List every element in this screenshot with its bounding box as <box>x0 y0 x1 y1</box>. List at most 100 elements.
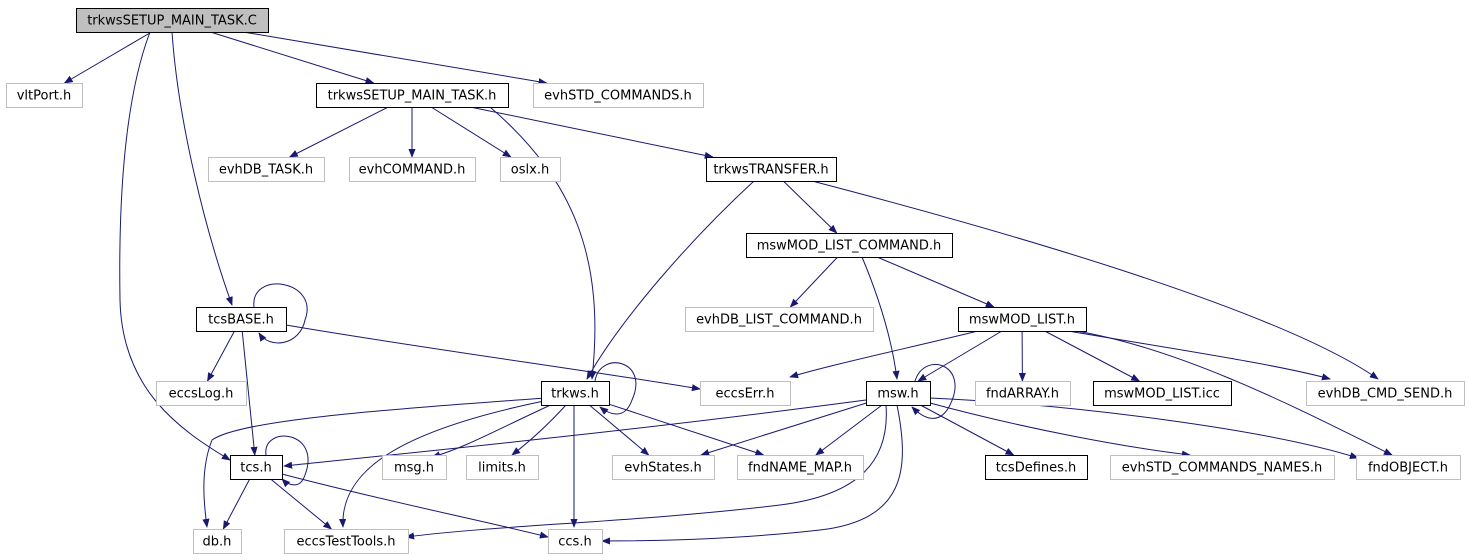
edge-trkwsSETUP_MAIN_TASK_C-to-trkwsSETUP_MAIN_TASK_h <box>210 31 375 85</box>
node-box <box>1306 381 1465 406</box>
node-box <box>76 8 269 33</box>
node-box <box>466 455 539 480</box>
node-tcsBASE_h[interactable]: tcsBASE.h <box>196 307 287 332</box>
node-trkwsTRANSFER_h[interactable]: trkwsTRANSFER.h <box>706 157 837 182</box>
node-eccsLog_h: eccsLog.h <box>156 381 247 406</box>
node-label: evhDB_TASK.h <box>219 163 313 178</box>
node-evhDB_LIST_COMMAND_h: evhDB_LIST_COMMAND.h <box>685 307 874 332</box>
edge-msw_h-to-evhSTD_COMMANDS_NAMES_h <box>929 402 1191 458</box>
edge-msw_h-to-fndNAME_MAP_h <box>815 404 883 456</box>
edge-tcsBASE_h-to-eccsErr_h <box>285 324 701 392</box>
node-box <box>500 157 561 182</box>
edge-trkwsTRANSFER_h-to-trkws_h <box>586 180 755 380</box>
edges-layer <box>63 31 1393 545</box>
node-tcs_h[interactable]: tcs.h <box>230 455 283 480</box>
node-label: eccsLog.h <box>169 387 234 402</box>
node-label: evhCOMMAND.h <box>359 163 466 178</box>
edge-msw_h-to-tcsDefines_h <box>920 404 1015 456</box>
edge-tcs_h-to-ccs_h <box>281 473 549 539</box>
node-label: evhSTD_COMMANDS_NAMES.h <box>1122 461 1322 476</box>
node-trkws_h[interactable]: trkws.h <box>541 381 610 406</box>
node-trkwsSETUP_MAIN_TASK_h[interactable]: trkwsSETUP_MAIN_TASK.h <box>316 83 509 108</box>
edge-trkws_h-to-limits_h <box>511 404 567 456</box>
node-label: limits.h <box>478 461 526 476</box>
node-limits_h: limits.h <box>466 455 539 480</box>
node-box <box>737 455 864 480</box>
node-box <box>533 83 704 108</box>
node-box <box>349 157 476 182</box>
node-tcsDefines_h[interactable]: tcsDefines.h <box>985 455 1088 480</box>
edge-trkwsSETUP_MAIN_TASK_C-to-tcs_h <box>119 31 231 461</box>
edge-mswMOD_LIST_h-to-msw_h <box>917 330 1003 382</box>
edge-msw_h-to-evhStates_h <box>700 402 867 457</box>
node-ccs_h: ccs.h <box>548 529 603 554</box>
node-mswMOD_LIST_icc[interactable]: mswMOD_LIST.icc <box>1093 381 1232 406</box>
edge-trkwsTRANSFER_h-to-mswMOD_LIST_COMMAND_h <box>782 180 838 234</box>
node-box <box>706 157 837 182</box>
edge-trkwsTRANSFER_h-to-evhDB_CMD_SEND_h <box>811 180 1379 380</box>
node-box <box>208 157 325 182</box>
node-evhStates_h: evhStates.h <box>612 455 715 480</box>
edge-tcs_h-to-eccsTestTools_h <box>270 478 333 530</box>
edge-trkws_h-to-trkws_h <box>594 362 637 415</box>
node-mswMOD_LIST_COMMAND_h[interactable]: mswMOD_LIST_COMMAND.h <box>746 233 953 258</box>
node-label: trkws.h <box>551 387 599 402</box>
node-box <box>284 529 409 554</box>
node-eccsErr_h: eccsErr.h <box>700 381 791 406</box>
edge-trkws_h-to-msg_h <box>431 402 556 459</box>
node-box <box>985 455 1088 480</box>
edge-msw_h-to-tcs_h <box>283 399 867 469</box>
node-box <box>612 455 715 480</box>
edge-trkws_h-to-eccsTestTools_h <box>338 399 550 528</box>
node-box <box>958 307 1087 332</box>
edge-tcs_h-to-db_h <box>222 478 251 530</box>
node-label: trkwsTRANSFER.h <box>713 163 828 178</box>
edge-mswMOD_LIST_h-to-evhDB_CMD_SEND_h <box>1067 330 1331 381</box>
node-box <box>6 83 83 108</box>
node-box <box>316 83 509 108</box>
node-evhSTD_COMMANDS_h: evhSTD_COMMANDS.h <box>533 83 704 108</box>
node-label: fndOBJECT.h <box>1368 461 1448 476</box>
edge-trkwsSETUP_MAIN_TASK_C-to-tcsBASE_h <box>171 31 233 306</box>
edge-trkws_h-to-fndNAME_MAP_h <box>608 403 765 456</box>
node-fndARRAY_h: fndARRAY.h <box>975 381 1071 406</box>
edge-mswMOD_LIST_h-to-fndOBJECT_h <box>1075 330 1393 456</box>
node-box <box>193 529 242 554</box>
edge-mswMOD_LIST_COMMAND_h-to-msw_h <box>861 256 900 380</box>
node-evhDB_TASK_h: evhDB_TASK.h <box>208 157 325 182</box>
node-box <box>1356 455 1461 480</box>
edge-trkwsSETUP_MAIN_TASK_C-to-vltPort_h <box>63 31 152 84</box>
node-box <box>196 307 287 332</box>
node-box <box>156 381 247 406</box>
edge-msw_h-to-msw_h <box>911 364 956 419</box>
node-mswMOD_LIST_h[interactable]: mswMOD_LIST.h <box>958 307 1087 332</box>
edge-mswMOD_LIST_COMMAND_h-to-evhDB_LIST_COMMAND_h <box>789 256 838 308</box>
node-oslx_h: oslx.h <box>500 157 561 182</box>
node-box <box>975 381 1071 406</box>
edge-mswMOD_LIST_h-to-mswMOD_LIST_icc <box>1044 330 1141 382</box>
edge-msw_h-to-ccs_h <box>601 404 903 545</box>
node-label: db.h <box>203 535 232 550</box>
edge-tcsBASE_h-to-eccsLog_h <box>207 330 235 382</box>
node-fndNAME_MAP_h: fndNAME_MAP.h <box>737 455 864 480</box>
node-label: mswMOD_LIST.icc <box>1104 387 1220 402</box>
node-msg_h: msg.h <box>382 455 447 480</box>
node-label: evhDB_LIST_COMMAND.h <box>696 313 862 328</box>
edge-trkwsSETUP_MAIN_TASK_h-to-trkws_h <box>489 106 597 380</box>
edge-mswMOD_LIST_COMMAND_h-to-mswMOD_LIST_h <box>876 256 995 308</box>
node-label: mswMOD_LIST.h <box>969 313 1075 328</box>
node-box <box>1110 455 1335 480</box>
node-box <box>746 233 953 258</box>
node-box <box>548 529 603 554</box>
edge-trkwsSETUP_MAIN_TASK_h-to-evhDB_TASK_h <box>288 106 389 158</box>
node-label: evhStates.h <box>624 461 702 476</box>
node-evhCOMMAND_h: evhCOMMAND.h <box>349 157 476 182</box>
node-msw_h[interactable]: msw.h <box>866 381 931 406</box>
node-label: evhSTD_COMMANDS.h <box>544 89 692 104</box>
node-db_h: db.h <box>193 529 242 554</box>
node-trkwsSETUP_MAIN_TASK_C: trkwsSETUP_MAIN_TASK.C <box>76 8 269 33</box>
edge-trkwsSETUP_MAIN_TASK_C-to-evhSTD_COMMANDS_h <box>243 31 548 86</box>
node-label: trkwsSETUP_MAIN_TASK.h <box>328 89 497 104</box>
node-label: ccs.h <box>558 535 591 550</box>
